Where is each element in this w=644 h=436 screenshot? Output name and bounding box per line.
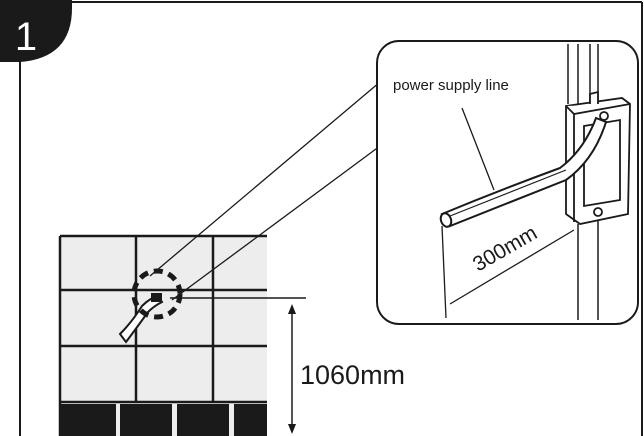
height-label: 1060mm [300, 360, 405, 390]
screw-bottom-icon [593, 207, 603, 217]
power-supply-line-label: power supply line [393, 77, 509, 94]
step-number: 1 [15, 15, 37, 59]
height-dimension [170, 297, 306, 434]
junction-box [565, 90, 631, 225]
step-frame [19, 1, 643, 436]
screw-top-icon [599, 111, 609, 121]
power-supply-cable [439, 116, 608, 228]
detail-panel [376, 40, 639, 325]
zoom-lines [149, 81, 381, 301]
wall-stud [577, 220, 599, 320]
tiled-wall [58, 234, 267, 436]
base-tiles [60, 404, 267, 436]
label-leader-line [461, 107, 495, 191]
distance-dimension [441, 225, 575, 319]
step-number-badge: 1 [0, 0, 72, 62]
